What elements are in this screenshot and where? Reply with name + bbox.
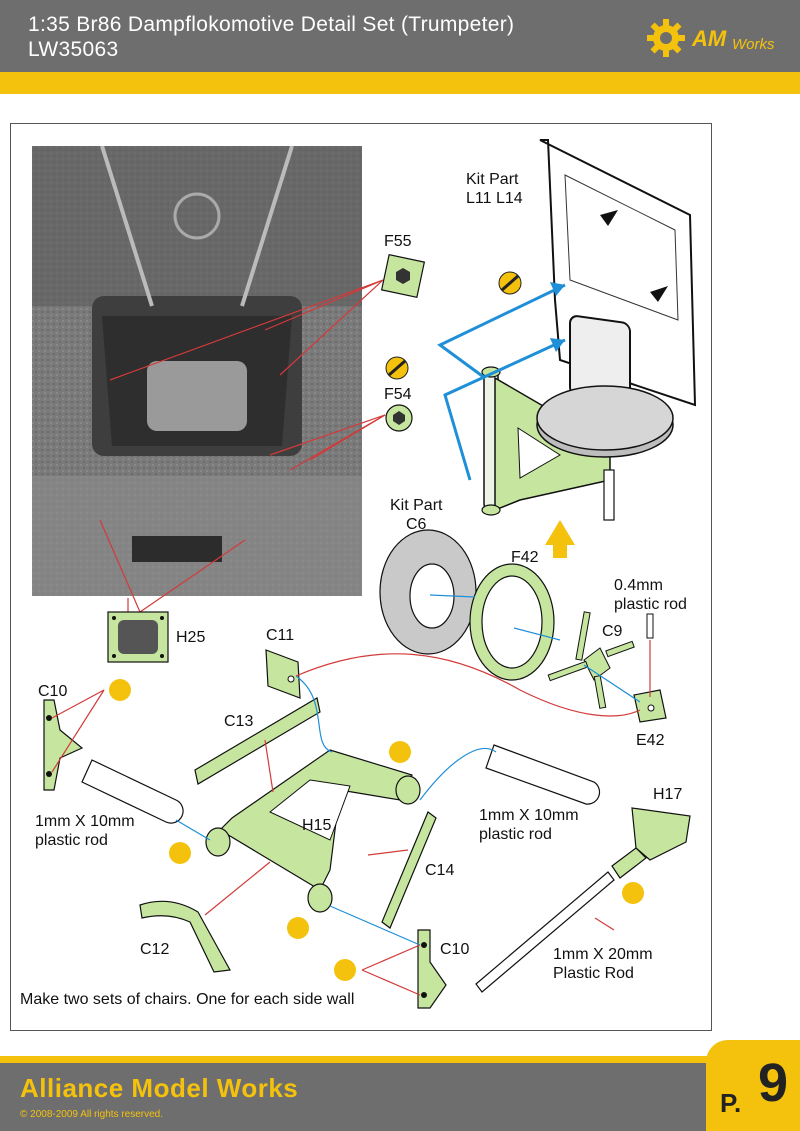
label-rod-long: 1mm X 20mm Plastic Rod (553, 946, 653, 982)
title-line-1: 1:35 Br86 Dampflokomotive Detail Set (Tr… (28, 13, 515, 36)
title-line-2: LW35063 (28, 38, 119, 61)
gear-icon (647, 19, 685, 57)
label-c14: C14 (425, 862, 455, 879)
part-c9 (547, 611, 635, 709)
label-kit-part-c6: Kit Part C6 (390, 497, 443, 533)
part-f54 (385, 404, 413, 432)
page-prefix: P. (720, 1088, 742, 1118)
chair-assembly-top (481, 366, 674, 521)
page-number: 9 (758, 1053, 789, 1113)
label-kit-part-top: Kit Part L11 L14 (466, 171, 523, 207)
logo-works-text: Works (732, 36, 775, 53)
assembly-blue-lines (175, 594, 641, 946)
label-rod-small: 0.4mm plastic rod (614, 577, 687, 613)
side-wall-part (539, 139, 697, 407)
label-f55: F55 (384, 233, 412, 250)
assembly-note: Make two sets of chairs. One for each si… (20, 991, 355, 1008)
logo-am-text: AM (692, 26, 727, 51)
part-c10-right (417, 929, 447, 1009)
label-c11: C11 (266, 627, 295, 644)
document-title: 1:35 Br86 Dampflokomotive Detail Set (Tr… (28, 12, 514, 62)
part-c6-ring (379, 529, 477, 655)
header-stripe (0, 72, 800, 94)
label-f54: F54 (384, 386, 412, 403)
label-f42: F42 (511, 549, 539, 566)
label-c9: C9 (602, 623, 623, 640)
header-bar: 1:35 Br86 Dampflokomotive Detail Set (Tr… (0, 0, 800, 72)
label-c12: C12 (140, 941, 170, 958)
small-plastic-rod (646, 613, 654, 639)
part-f42-ring (469, 563, 555, 681)
yellow-up-arrow (545, 520, 575, 558)
part-c10-left (43, 699, 84, 791)
part-h17 (611, 807, 691, 879)
footer-stripe (0, 1056, 800, 1063)
label-h17: H17 (653, 786, 683, 803)
part-c11 (265, 649, 301, 699)
label-rod-left: 1mm X 10mm plastic rod (35, 813, 135, 849)
footer-brand: Alliance Model Works (20, 1073, 299, 1103)
part-f55 (380, 253, 426, 299)
plastic-rods (81, 744, 615, 993)
am-works-logo: AM Works (646, 18, 786, 58)
label-c10-right: C10 (440, 941, 470, 958)
side-wall-blue-arrows (437, 283, 566, 481)
page-number-box (706, 1040, 800, 1131)
footer-copyright: © 2008-2009 All rights reserved. (20, 1109, 164, 1120)
part-c13 (194, 697, 321, 785)
photo-leader-lines (99, 279, 386, 613)
label-e42: E42 (636, 732, 665, 749)
footer-bar (0, 1063, 800, 1131)
label-h25: H25 (176, 629, 206, 646)
part-h15 (205, 749, 421, 913)
part-c12 (139, 900, 231, 973)
cab-reference-photo (32, 146, 362, 596)
part-e42 (633, 689, 667, 723)
rotation-markers (109, 271, 644, 981)
label-h15: H15 (302, 817, 332, 834)
label-rod-right: 1mm X 10mm plastic rod (479, 807, 579, 843)
part-c14 (381, 811, 437, 929)
label-c10-left: C10 (38, 683, 68, 700)
label-c13: C13 (224, 713, 254, 730)
part-h25 (107, 611, 169, 663)
assembly-red-lines (51, 640, 651, 996)
